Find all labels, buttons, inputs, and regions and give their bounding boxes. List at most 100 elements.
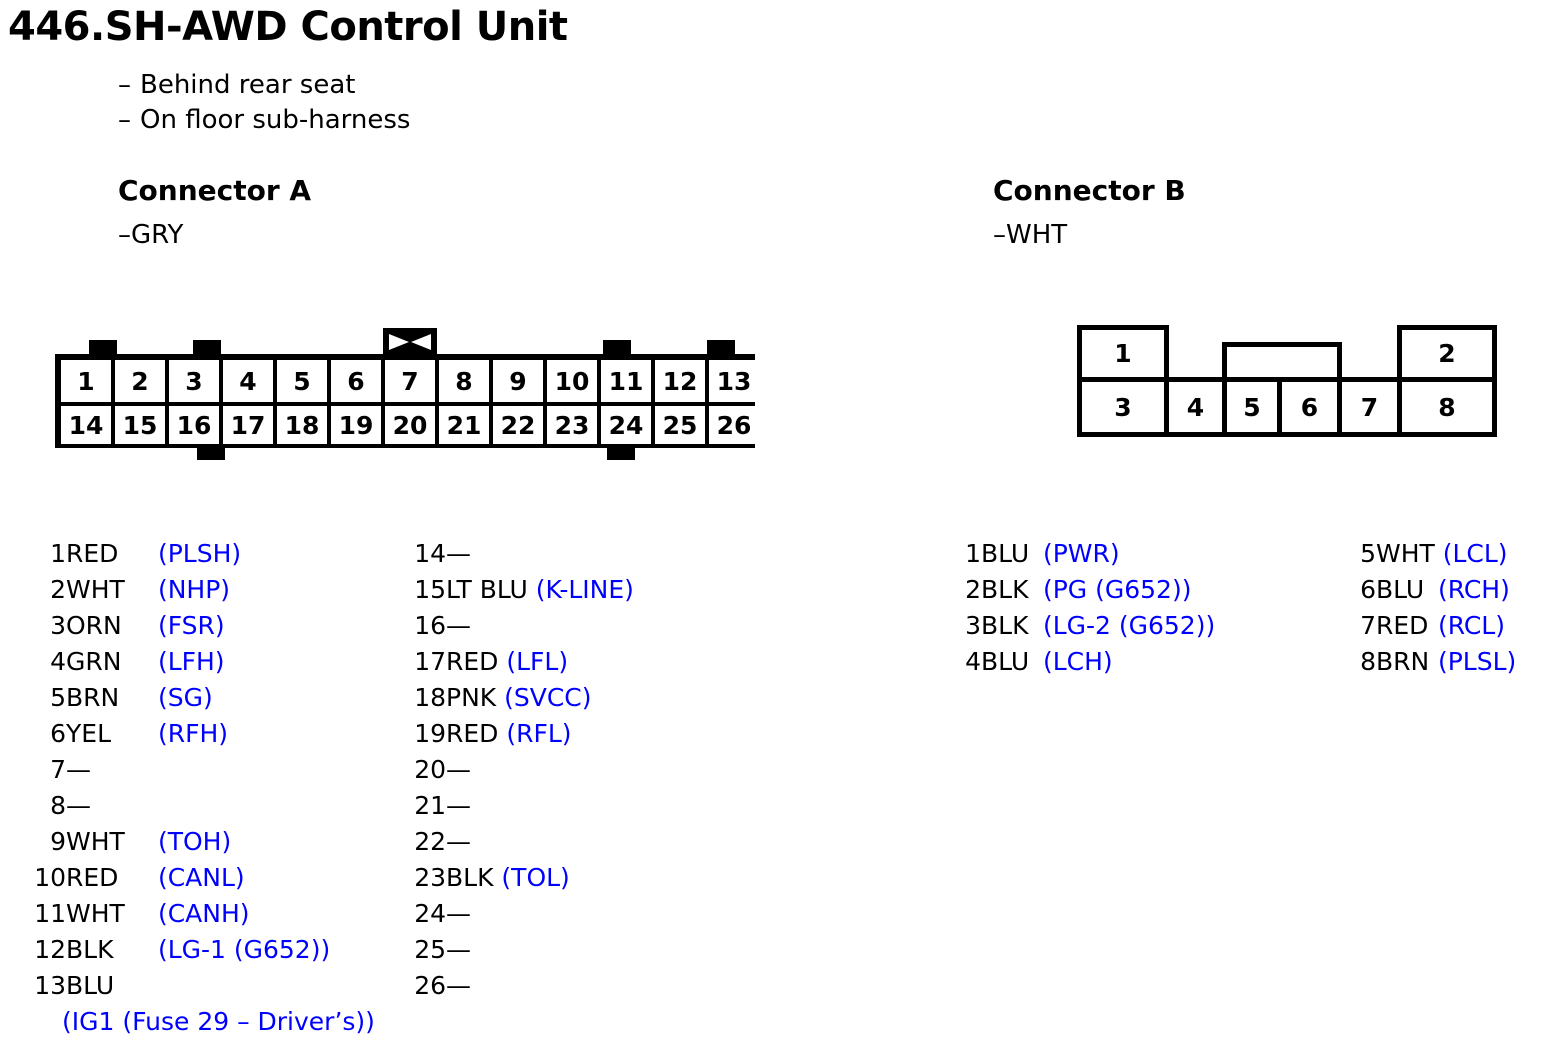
- pin-wire-color: RED: [66, 539, 119, 568]
- color-dash: –: [118, 220, 131, 250]
- pin-signal-name: (SG): [150, 683, 213, 712]
- pin-signal-name: (LCH): [1035, 647, 1113, 676]
- pin-row: 2BLK (PG (G652)): [965, 572, 1215, 608]
- pin-row: 6YEL (RFH): [30, 716, 375, 752]
- pin-row: 17RED (LFL): [412, 644, 634, 680]
- pin-signal-name: (RCH): [1430, 575, 1510, 604]
- pin-signal-name: (CANH): [150, 899, 250, 928]
- pin-wire-color: BLK: [981, 575, 1029, 604]
- pin-wire-color: —: [66, 791, 91, 820]
- pin-row: 15LT BLU (K-LINE): [412, 572, 634, 608]
- pin-row: 11WHT (CANH): [30, 896, 375, 932]
- pin-number: 14: [414, 539, 446, 568]
- connector-a-pin-list-right: 14—15LT BLU (K-LINE)16—17RED (LFL)18PNK …: [412, 536, 634, 1004]
- pin-cell-20: 20: [385, 406, 435, 444]
- pin-cell-8: 8: [439, 360, 489, 402]
- pin-row: 3ORN (FSR): [30, 608, 375, 644]
- pin-wire-color: BLK: [66, 935, 114, 964]
- pin-cell-10: 10: [547, 360, 597, 402]
- pin-row: 18PNK (SVCC): [412, 680, 634, 716]
- pin-number: 7: [1360, 611, 1376, 640]
- pin-signal-name: (PWR): [1035, 539, 1120, 568]
- pin-wire-color: —: [446, 611, 471, 640]
- pin-cell-b2: 2: [1397, 325, 1497, 382]
- pin-cell-b1: 1: [1077, 325, 1169, 382]
- pin-signal-name: (LG-1 (G652)): [150, 935, 331, 964]
- pin-cell-18: 18: [277, 406, 327, 444]
- bowtie-icon: [389, 334, 431, 350]
- pin-number: 1: [965, 539, 981, 568]
- pin-cell-24: 24: [601, 406, 651, 444]
- connector-a-diagram: 1 2 3 4 5 6 7 8 9 10 11 12 13 14 15 16 1…: [55, 328, 761, 460]
- pin-row: 12BLK (LG-1 (G652)): [30, 932, 375, 968]
- pin-row: 1RED (PLSH): [30, 536, 375, 572]
- pin-wire-color: —: [446, 539, 471, 568]
- pin-wire-color: —: [446, 791, 471, 820]
- pin-cell-b7: 7: [1337, 377, 1402, 437]
- pin-wire-color: RED: [446, 719, 499, 748]
- pin-wire-color: ORN: [66, 611, 122, 640]
- pin-signal-name: (FSR): [150, 611, 225, 640]
- pin-row: 3BLK (LG-2 (G652)): [965, 608, 1215, 644]
- pin-row: 24—: [412, 896, 634, 932]
- pin-cell-26: 26: [709, 406, 759, 444]
- pin-signal-name: (PG (G652)): [1035, 575, 1192, 604]
- pin-number: 21: [414, 791, 446, 820]
- pin-number: 22: [414, 827, 446, 856]
- pin-row: 9WHT (TOH): [30, 824, 375, 860]
- pin-cell-1: 1: [61, 360, 111, 402]
- pin-row: 22—: [412, 824, 634, 860]
- pin-number: 24: [414, 899, 446, 928]
- pin-cell-6: 6: [331, 360, 381, 402]
- pin-row: 23BLK (TOL): [412, 860, 634, 896]
- pin-signal-name: (PLSL): [1430, 647, 1517, 676]
- pin-wire-color: BLU: [66, 971, 115, 1000]
- pin-number: 6: [50, 719, 66, 748]
- pin-signal-name: (RFH): [150, 719, 229, 748]
- pin-cell-23: 23: [547, 406, 597, 444]
- pin-row: 26—: [412, 968, 634, 1004]
- pin-row: 1BLU (PWR): [965, 536, 1215, 572]
- pin-number: 9: [50, 827, 66, 856]
- pin-wire-color: RED: [1376, 611, 1429, 640]
- pin-number: 20: [414, 755, 446, 784]
- pin-signal-name: (TOH): [150, 827, 232, 856]
- pin-signal-name: (PLSH): [150, 539, 242, 568]
- note-dash: –: [118, 105, 131, 135]
- connector-b-pin-list-right: 5WHT (LCL)6BLU (RCH)7RED (RCL)8BRN (PLSL…: [1360, 536, 1516, 680]
- pin-number: 17: [414, 647, 446, 676]
- pin-signal-continuation: (IG1 (Fuse 29 – Driver’s)): [62, 1007, 375, 1036]
- pin-number: 16: [414, 611, 446, 640]
- pin-signal-name: (SVCC): [496, 683, 592, 712]
- pin-cell-15: 15: [115, 406, 165, 444]
- pin-number: 3: [965, 611, 981, 640]
- pin-row: 8BRN (PLSL): [1360, 644, 1516, 680]
- pin-number: 8: [1360, 647, 1376, 676]
- pin-wire-color: —: [66, 755, 91, 784]
- pin-wire-color: BLK: [446, 863, 494, 892]
- page-title: 446.SH-AWD Control Unit: [8, 4, 568, 50]
- pin-cell-22: 22: [493, 406, 543, 444]
- note-text: On floor sub-harness: [140, 105, 411, 135]
- pin-cell-11: 11: [601, 360, 651, 402]
- pin-cell-4: 4: [223, 360, 273, 402]
- pin-signal-name: (LFL): [498, 647, 569, 676]
- pin-number: 2: [50, 575, 66, 604]
- connector-a-title: Connector A: [118, 174, 312, 207]
- pin-wire-color: RED: [446, 647, 499, 676]
- pin-wire-color: BLU: [981, 539, 1030, 568]
- pin-number: 4: [965, 647, 981, 676]
- color-dash: –: [993, 220, 1006, 250]
- pin-row: 20—: [412, 752, 634, 788]
- pin-signal-name: (NHP): [150, 575, 231, 604]
- pin-wire-color: BRN: [66, 683, 120, 712]
- pin-wire-color: PNK: [446, 683, 497, 712]
- pin-wire-color: WHT: [1376, 539, 1435, 568]
- pin-cell-14: 14: [61, 406, 111, 444]
- pin-row: 21—: [412, 788, 634, 824]
- pin-wire-color: BLK: [981, 611, 1029, 640]
- pin-cell-b8: 8: [1397, 377, 1497, 437]
- pin-number: 23: [414, 863, 446, 892]
- pin-signal-name: (TOL): [493, 863, 570, 892]
- pin-wire-color: GRN: [66, 647, 122, 676]
